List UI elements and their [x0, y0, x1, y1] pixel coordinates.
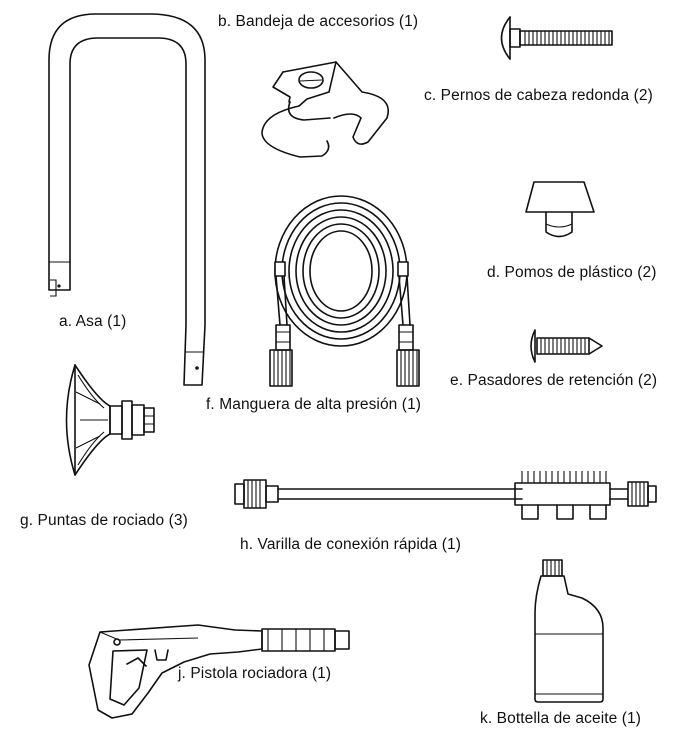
part-label-j: j. Pistola rociadora (1) — [178, 665, 332, 682]
handle-icon — [48, 13, 206, 386]
spray-tip-icon — [65, 364, 155, 476]
quick-connect-wand-icon — [234, 471, 657, 520]
part-label-e: e. Pasadores de retención (2) — [450, 372, 658, 389]
part-label-b: b. Bandeja de accesorios (1) — [218, 13, 419, 30]
carriage-bolt-icon — [500, 16, 613, 60]
retaining-pin-icon — [530, 329, 603, 363]
plastic-knob-icon — [525, 181, 595, 238]
spray-gun-icon — [88, 624, 350, 719]
part-label-c: c. Pernos de cabeza redonda (2) — [424, 87, 653, 104]
part-label-a: a. Asa (1) — [59, 313, 127, 330]
part-label-h: h. Varilla de conexión rápida (1) — [240, 536, 461, 553]
high-pressure-hose-icon — [269, 195, 420, 387]
part-label-k: k. Bottella de aceite (1) — [480, 710, 642, 727]
part-label-g: g. Puntas de rociado (3) — [20, 512, 188, 529]
oil-bottle-icon — [534, 559, 604, 703]
accessory-tray-icon — [261, 61, 389, 158]
part-label-d: d. Pomos de plástico (2) — [487, 264, 657, 281]
part-label-f: f. Manguera de alta presión (1) — [206, 396, 422, 413]
